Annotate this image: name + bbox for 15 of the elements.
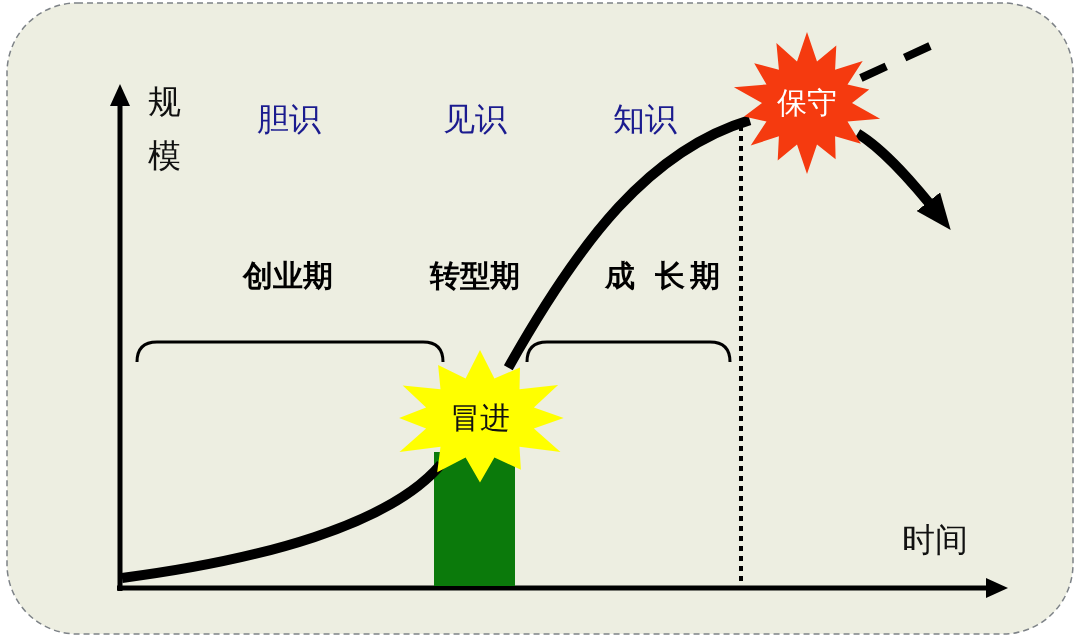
axis-label: 规模: [148, 81, 181, 177]
curve-line: [121, 460, 445, 583]
stage-label: 转型期: [430, 261, 520, 291]
trait-label: 知识: [613, 103, 677, 135]
stage-label: 创业期: [243, 261, 333, 291]
starburst-label: 保守: [777, 88, 837, 118]
curved-arrow: [854, 129, 951, 230]
trait-label: 胆识: [257, 103, 321, 135]
stage-label: 成 长期: [605, 261, 726, 291]
axis-label: 时间: [902, 523, 968, 556]
starburst-label: 冒进: [450, 403, 510, 433]
dashed-line: [859, 42, 932, 82]
starburst: [732, 32, 882, 174]
trait-label: 见识: [443, 103, 507, 135]
curve-line: [503, 115, 752, 371]
